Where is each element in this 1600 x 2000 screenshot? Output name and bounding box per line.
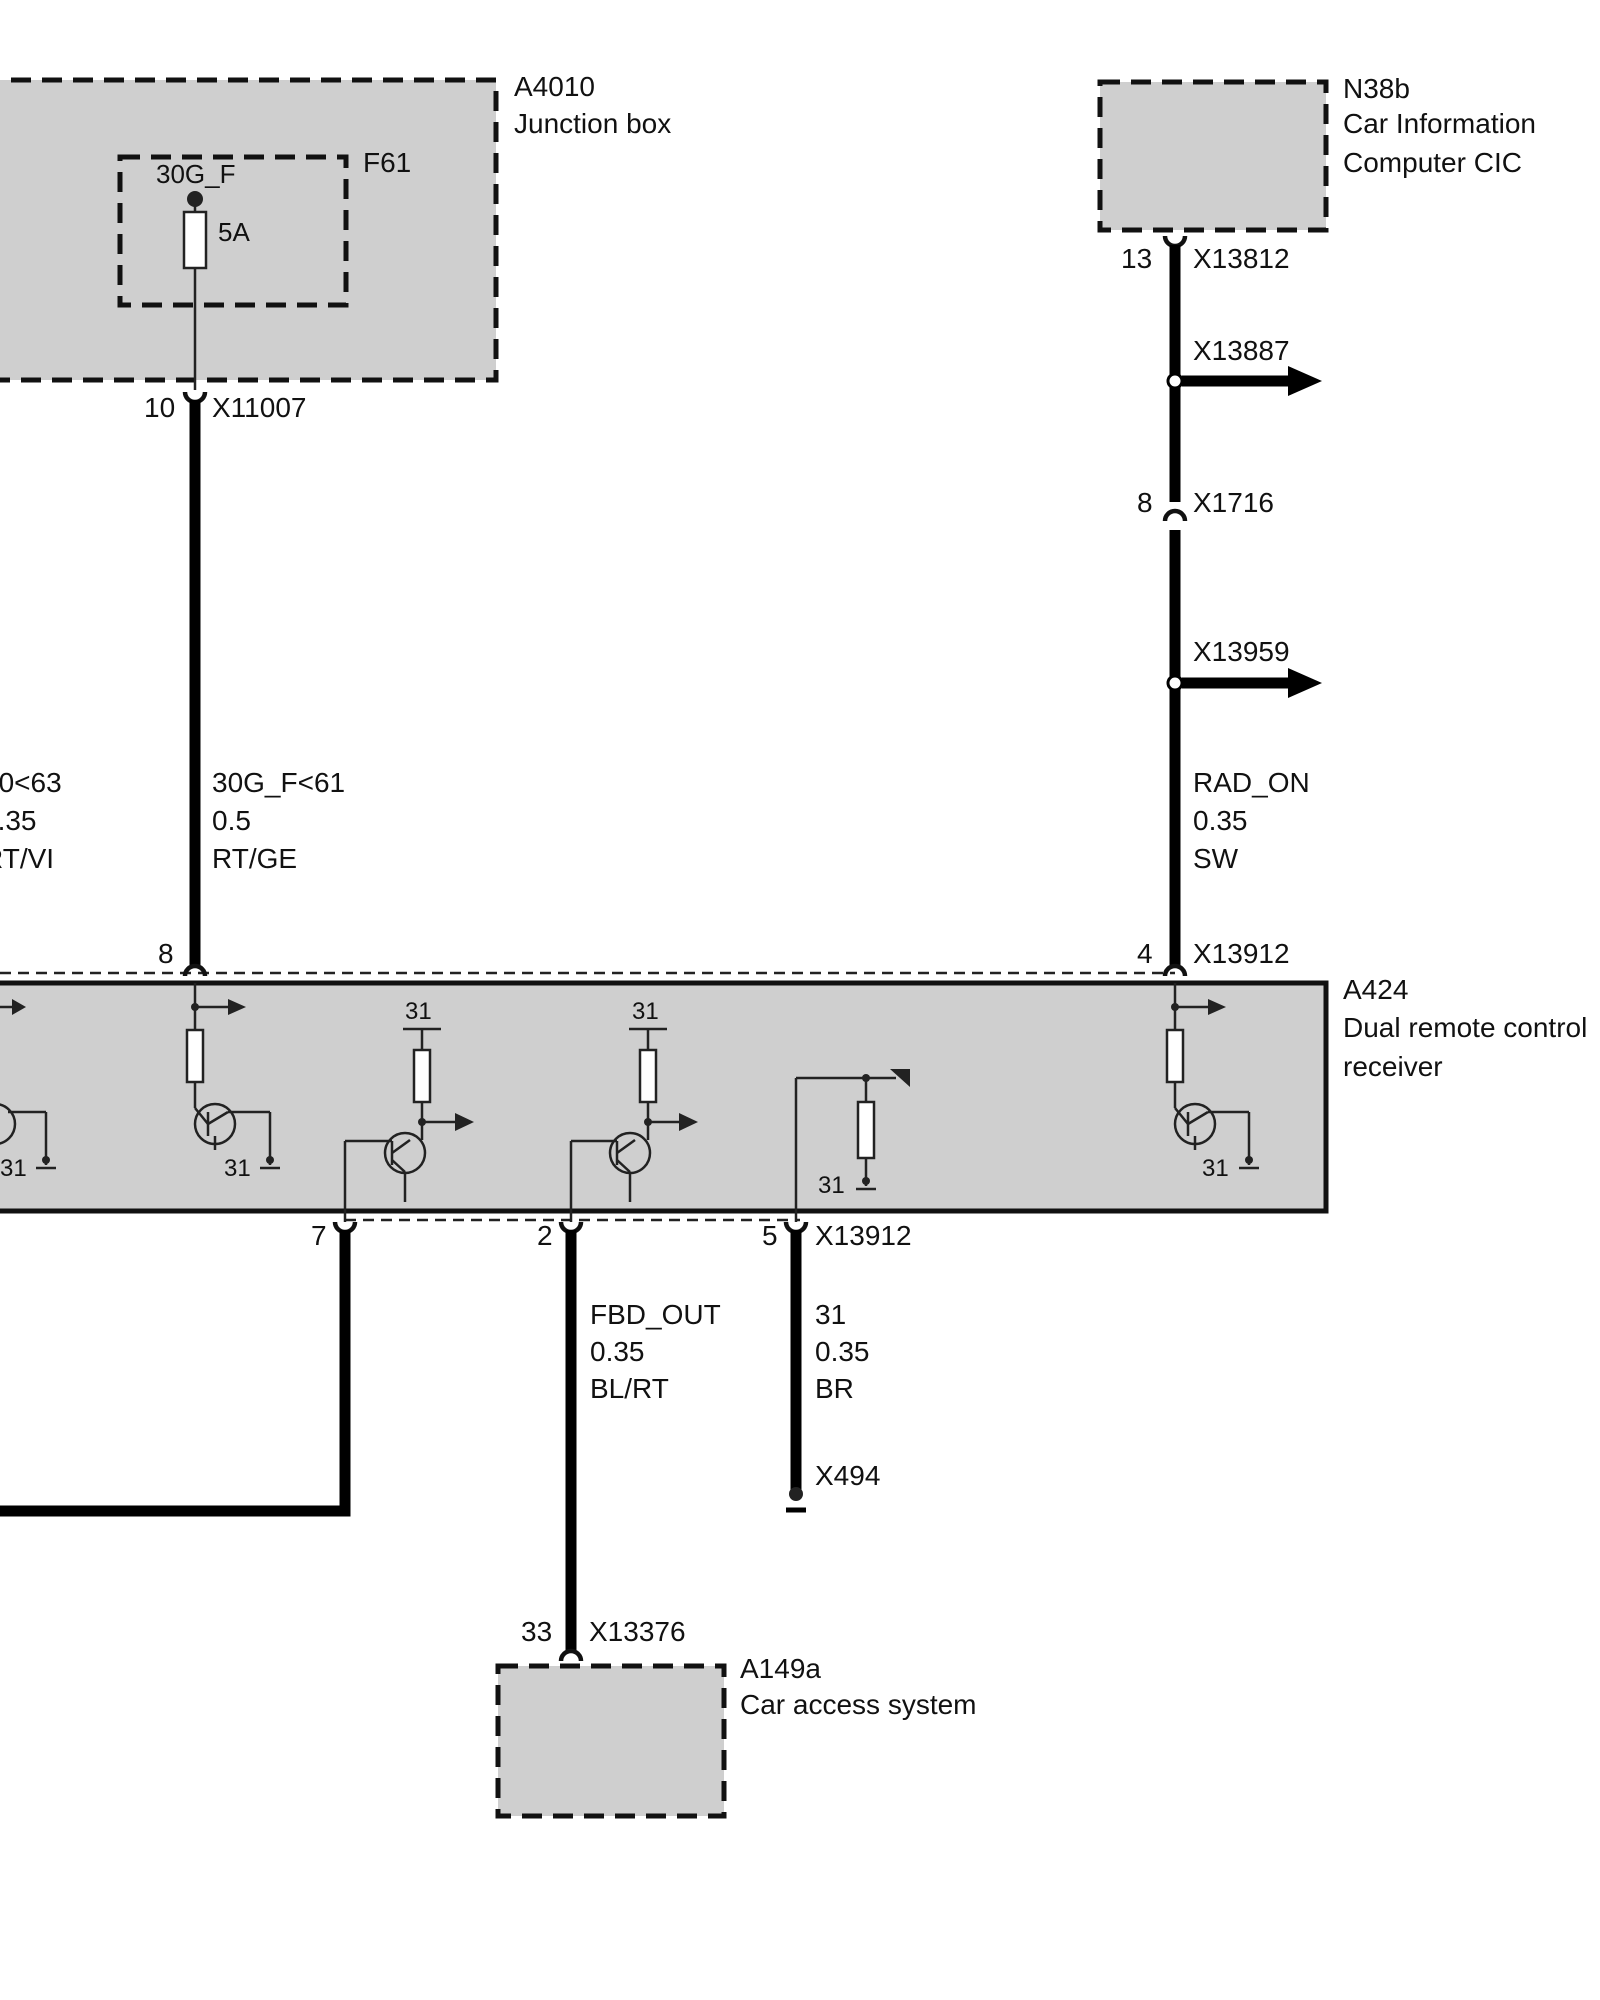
- connector-x1716: [1162, 508, 1188, 522]
- resistor-icon: [185, 1028, 205, 1084]
- fuse-box-f61: [117, 154, 349, 308]
- fuse-id: F61: [363, 147, 411, 178]
- gnd-label-3: 31: [405, 998, 432, 1025]
- receiver-name-line2: receiver: [1343, 1051, 1443, 1082]
- x13959-name: X13959: [1193, 636, 1290, 667]
- wire-gnd-size: 0.35: [815, 1336, 870, 1367]
- x1716-name: X1716: [1193, 487, 1274, 518]
- resistor-icon: [638, 1048, 658, 1104]
- x13376-name: X13376: [589, 1616, 686, 1647]
- gnd-label-4: 31: [632, 998, 659, 1025]
- x13959-splice-dot: [1166, 674, 1184, 692]
- x13912-top-name: X13912: [1193, 938, 1290, 969]
- receiver-circuit-pin2: 31: [569, 998, 698, 1222]
- wire-fuse-color: RT/GE: [212, 843, 297, 874]
- wire-fbd-size: 0.35: [590, 1336, 645, 1367]
- receiver-name-line1: Dual remote control: [1343, 1012, 1587, 1043]
- arrow-icon: [679, 1113, 698, 1131]
- wire-gnd-signal: 31: [815, 1299, 846, 1330]
- arrow-icon: [890, 1069, 910, 1087]
- resistor-icon: [856, 1100, 876, 1160]
- receiver-circuit-pin7: 31: [343, 998, 474, 1222]
- arrow-icon: [455, 1113, 474, 1131]
- wire-rad-on-size: 0.35: [1193, 805, 1248, 836]
- wire-rad-on-signal: RAD_ON: [1193, 767, 1310, 798]
- receiver-circuit-left-partial: 31: [0, 999, 56, 1182]
- gnd-label-6: 31: [1202, 1155, 1229, 1182]
- x13812-name: X13812: [1193, 243, 1290, 274]
- x13376-pin: 33: [521, 1616, 552, 1647]
- cic-box: [1097, 79, 1329, 233]
- x11007-name: X11007: [212, 392, 306, 423]
- x13912-bottom-name: X13912: [815, 1220, 912, 1251]
- x494-ground-dot: [789, 1487, 803, 1501]
- wire-left-signal: 30<63: [0, 767, 62, 798]
- pin-8-label: 8: [158, 938, 174, 969]
- wire-pin7: [0, 1230, 351, 1517]
- x13887-splice-dot: [1166, 372, 1184, 390]
- cic-name-line2: Computer CIC: [1343, 147, 1522, 178]
- x13959-arrow-icon: [1288, 668, 1322, 698]
- pin-5-label: 5: [762, 1220, 778, 1251]
- x494-name: X494: [815, 1460, 880, 1491]
- pin-7-label: 7: [311, 1220, 327, 1251]
- receiver-circuit-pin4: 31: [1165, 983, 1259, 1182]
- cas-id: A149a: [740, 1653, 821, 1684]
- x13812-pin: 13: [1121, 243, 1152, 274]
- fuse-rating: 5A: [218, 217, 250, 247]
- wire-left-size: 0.35: [0, 805, 37, 836]
- wire-fbd-color: BL/RT: [590, 1373, 669, 1404]
- x11007-pin: 10: [144, 392, 175, 423]
- pin-2-label: 2: [537, 1220, 553, 1251]
- gnd-label-5: 31: [818, 1172, 845, 1199]
- receiver-box: [0, 980, 1329, 1214]
- pin-8-x13912: [182, 963, 208, 977]
- cic-name-line1: Car Information: [1343, 108, 1536, 139]
- pin-4-x13912: [1162, 963, 1188, 977]
- connector-x13812: [1162, 235, 1188, 249]
- x13887-arrow-icon: [1288, 366, 1322, 396]
- wire-fuse-size: 0.5: [212, 805, 251, 836]
- resistor-icon: [1165, 1028, 1185, 1084]
- gnd-label-1: 31: [0, 1155, 27, 1182]
- wire-rad-on-color: SW: [1193, 843, 1239, 874]
- wire-left-color: RT/VI: [0, 843, 54, 874]
- pin-4-label: 4: [1137, 938, 1153, 969]
- x13887-name: X13887: [1193, 335, 1290, 366]
- receiver-circuit-pin8: 31: [185, 983, 280, 1182]
- gnd-label-2: 31: [224, 1155, 251, 1182]
- cic-id: N38b: [1343, 73, 1410, 104]
- cas-box: [495, 1663, 727, 1819]
- receiver-id: A424: [1343, 974, 1408, 1005]
- cas-name: Car access system: [740, 1689, 977, 1720]
- arrow-icon: [228, 999, 246, 1015]
- junction-box: [0, 77, 499, 383]
- wire-fuse-signal: 30G_F<61: [212, 767, 345, 798]
- junction-box-name: Junction box: [514, 108, 671, 139]
- junction-box-id: A4010: [514, 71, 595, 102]
- x1716-pin: 8: [1137, 487, 1153, 518]
- fuse-icon: [182, 210, 208, 270]
- receiver-circuit-pin5: 31: [794, 1069, 910, 1222]
- arrow-icon: [1208, 999, 1226, 1015]
- resistor-icon: [412, 1048, 432, 1104]
- wire-gnd-color: BR: [815, 1373, 854, 1404]
- fuse-terminal: 30G_F: [156, 159, 236, 189]
- wire-fbd-signal: FBD_OUT: [590, 1299, 721, 1330]
- connector-x13376: [558, 1648, 584, 1662]
